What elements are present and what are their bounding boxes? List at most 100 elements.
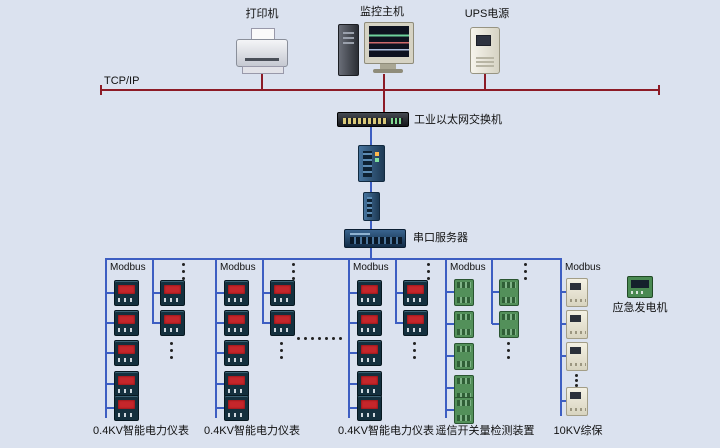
branch-1-line <box>105 258 107 418</box>
monitor-host-icon <box>338 22 418 78</box>
branch-1-modbus-label: Modbus <box>110 262 146 273</box>
power-meter-icon <box>403 310 428 336</box>
more-modules-dots <box>507 342 510 359</box>
branch-2-line <box>215 258 217 418</box>
stub-line <box>492 323 499 325</box>
stub-line <box>349 292 357 294</box>
power-meter-icon <box>114 371 139 397</box>
branch-2-modbus-label: Modbus <box>220 262 256 273</box>
modbus-bus-line <box>105 258 562 260</box>
ethernet-switch-label: 工业以太网交换机 <box>414 114 502 126</box>
tcpip-right-tick <box>658 85 660 95</box>
stub-line <box>216 383 224 385</box>
stub-line <box>446 323 454 325</box>
branch-1-subline <box>152 258 154 324</box>
serial-server-label: 串口服务器 <box>413 232 468 244</box>
protection-relay-icon <box>566 387 588 416</box>
branch-5-device-label: 10KV综保 <box>553 425 603 437</box>
connector-line <box>370 127 372 145</box>
serial-server-icon <box>344 229 406 248</box>
io-module-icon <box>454 311 474 338</box>
monitor-host-label: 监控主机 <box>360 6 404 18</box>
power-meter-icon <box>224 395 249 421</box>
power-meter-icon <box>357 340 382 366</box>
branch-3-modbus-label: Modbus <box>353 262 389 273</box>
stub-line <box>561 291 566 293</box>
power-meter-icon <box>357 395 382 421</box>
host-drop-line <box>383 74 385 89</box>
stub-line <box>106 407 114 409</box>
power-meter-icon <box>357 280 382 306</box>
branch-4-device-label: 遥信开关量检测装置 <box>435 425 535 437</box>
branch-2-subline <box>262 258 264 324</box>
ups-drop-line <box>484 74 486 89</box>
ups-label: UPS电源 <box>464 8 510 20</box>
protocol-converter-icon <box>363 192 380 221</box>
stub-line <box>263 292 270 294</box>
monitor-stand <box>380 64 396 69</box>
stub-line <box>561 355 566 357</box>
protection-relay-icon <box>566 310 588 339</box>
connector-line <box>370 248 372 259</box>
monitor-stand-base <box>373 69 403 73</box>
emergency-generator-label: 应急发电机 <box>612 302 668 314</box>
stub-line <box>446 409 454 411</box>
stub-line <box>561 323 566 325</box>
io-module-icon <box>454 343 474 370</box>
connector-line <box>370 182 372 192</box>
stub-line <box>153 322 160 324</box>
more-meters-dots <box>280 342 283 359</box>
power-meter-icon <box>357 371 382 397</box>
more-columns-dots <box>292 263 295 280</box>
power-meter-icon <box>270 280 295 306</box>
connector-line <box>370 221 372 229</box>
stub-line <box>396 322 403 324</box>
power-meter-icon <box>114 280 139 306</box>
tcpip-left-tick <box>100 85 102 95</box>
power-meter-icon <box>114 340 139 366</box>
tcpip-bus-line <box>100 89 660 91</box>
branch-3-subline <box>395 258 397 324</box>
stub-line <box>396 292 403 294</box>
tcpip-label: TCP/IP <box>104 75 140 87</box>
power-meter-icon <box>114 395 139 421</box>
printer-icon <box>236 28 288 74</box>
ups-icon <box>470 27 500 74</box>
switch-uplink-line <box>383 91 385 112</box>
printer-label: 打印机 <box>245 8 279 20</box>
stub-line <box>561 400 566 402</box>
branch-4-line <box>445 258 447 418</box>
branch-5-line <box>560 258 562 416</box>
stub-line <box>263 322 270 324</box>
branch-4-modbus-label: Modbus <box>450 262 486 273</box>
emergency-generator-icon <box>627 276 653 298</box>
more-columns-dots <box>427 263 430 280</box>
stub-line <box>216 352 224 354</box>
stub-line <box>153 292 160 294</box>
power-meter-icon <box>357 310 382 336</box>
branch-3-device-label: 0.4KV智能电力仪表 <box>338 425 434 437</box>
io-module-icon <box>499 279 519 306</box>
stub-line <box>492 291 499 293</box>
power-meter-icon <box>270 310 295 336</box>
printer-drop-line <box>261 74 263 89</box>
power-meter-icon <box>224 340 249 366</box>
more-meters-dots <box>170 342 173 359</box>
stub-line <box>216 322 224 324</box>
stub-line <box>446 355 454 357</box>
stub-line <box>349 322 357 324</box>
stub-line <box>216 407 224 409</box>
ethernet-switch-icon <box>337 112 409 127</box>
power-meter-icon <box>160 310 185 336</box>
pc-tower-icon <box>338 24 359 76</box>
stub-line <box>106 292 114 294</box>
power-meter-icon <box>403 280 428 306</box>
power-meter-icon <box>160 280 185 306</box>
power-meter-icon <box>224 371 249 397</box>
more-meters-dots <box>413 342 416 359</box>
io-module-icon <box>454 279 474 306</box>
power-meter-icon <box>114 310 139 336</box>
io-module-icon <box>454 397 474 424</box>
branch-3-line <box>348 258 350 418</box>
